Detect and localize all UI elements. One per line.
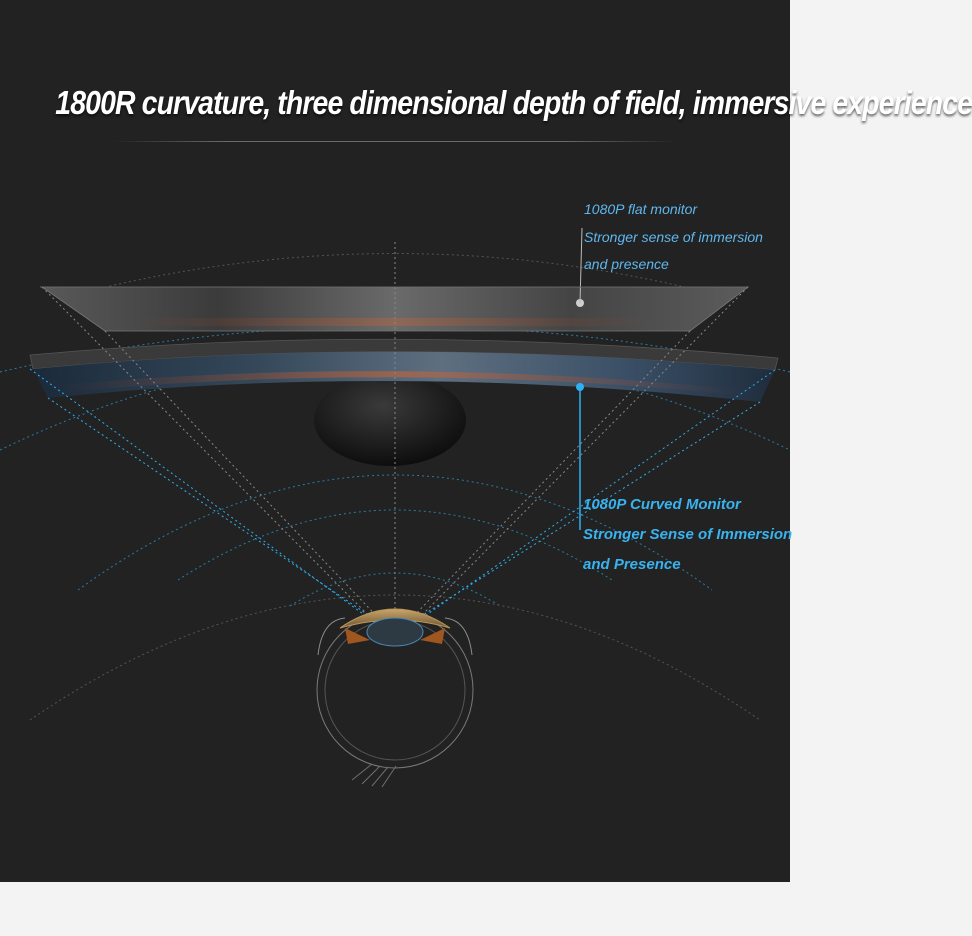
flat-monitor-line1: Stronger sense of immersion	[584, 228, 763, 245]
eye-lid-left	[317, 617, 346, 656]
eye-iris-right	[420, 628, 445, 644]
eye-lid-right	[444, 617, 473, 656]
eye-cross-section-icon	[316, 608, 474, 788]
viewing-arc-4	[0, 354, 791, 451]
curved-monitor-line1: Stronger Sense of Immersion	[583, 526, 793, 543]
curved-monitor-stand	[314, 374, 466, 466]
flat-monitor-callout: 1080P flat monitor Stronger sense of imm…	[584, 196, 763, 279]
curved-monitor-illustration	[29, 338, 779, 530]
gray-arc-top	[84, 253, 706, 293]
gray-arc-lower	[29, 594, 761, 721]
viewing-arc-2	[177, 509, 613, 581]
curvature-comparison-banner: 1800R curvature, three dimensional depth…	[0, 0, 972, 882]
flat-monitor-title: 1080P flat monitor	[584, 201, 698, 217]
curved-monitor-fire	[60, 371, 745, 395]
curved-callout-dot	[576, 383, 584, 391]
curved-monitor-callout: 1080P Curved Monitor Stronger Sense of I…	[583, 490, 792, 580]
viewing-angle-diagram	[0, 227, 791, 788]
flat-monitor-line2: and presence	[584, 256, 669, 272]
sight-lines	[29, 242, 776, 626]
sight-line-blue-right	[411, 369, 776, 626]
optic-nerve	[351, 763, 397, 788]
eye-iris-left	[345, 628, 370, 644]
flat-callout-line	[579, 227, 583, 304]
curved-monitor-title: 1080P Curved Monitor	[583, 496, 741, 513]
gray-arcs	[29, 253, 761, 721]
page-bottom-strip	[0, 882, 790, 936]
sight-line-gray-left	[41, 286, 379, 626]
headline-divider	[113, 141, 678, 142]
eye-lens	[366, 617, 424, 647]
viewing-arc-3	[77, 474, 713, 591]
curved-monitor-line2: and Presence	[583, 556, 681, 573]
sight-line-gray-right-inner	[404, 330, 691, 626]
sight-line-blue-left	[29, 368, 379, 626]
headline: 1800R curvature, three dimensional depth…	[55, 84, 972, 121]
